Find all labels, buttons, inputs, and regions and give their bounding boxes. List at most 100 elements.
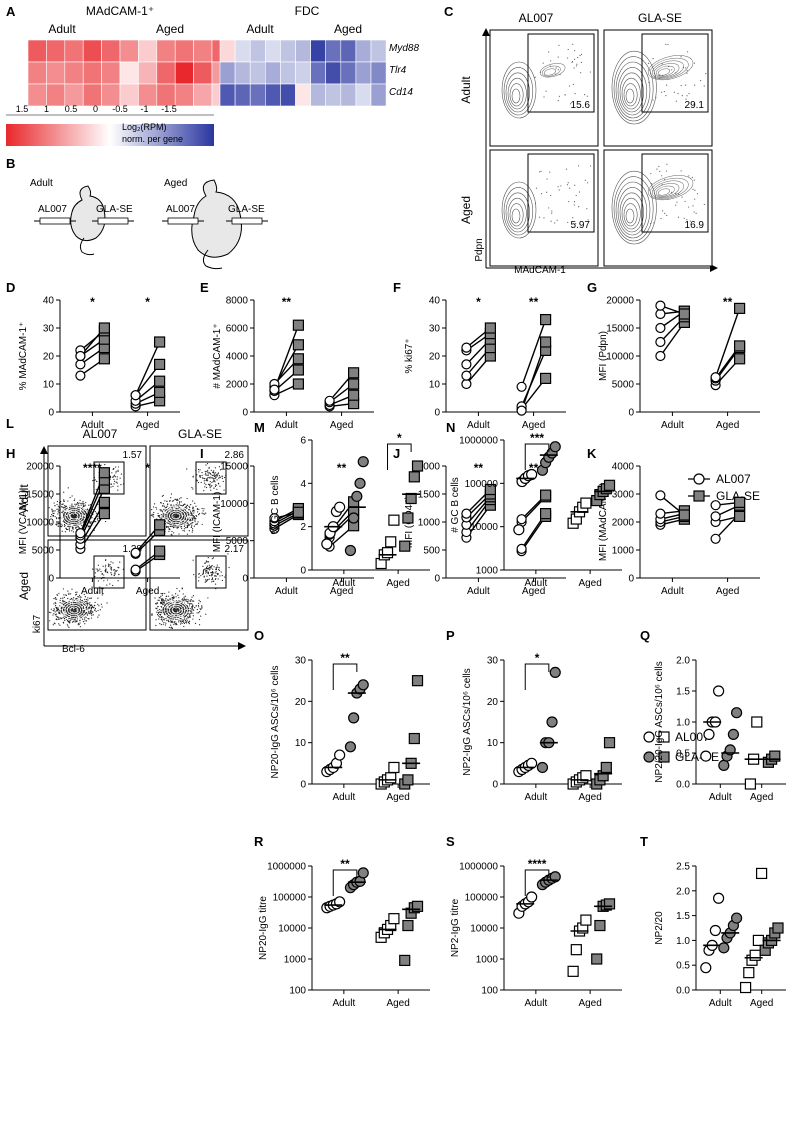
a-subgroup-adult-1: Adult [48,22,76,36]
c-dot [534,76,536,78]
l-dot [212,580,214,582]
l-dot [172,609,174,611]
panel-a: A MAdCAM-1⁺ FDC Adult Aged Adult Aged My… [6,4,419,146]
l-dot [157,514,159,517]
c-contour [657,68,671,76]
l-dot [56,518,58,520]
l-dot [180,620,182,622]
l-dot [198,599,200,601]
l-dot [162,505,164,507]
panel-label-g: G [587,280,597,295]
x-tick-label: Aged [386,792,409,803]
l-dot [74,609,76,611]
significance-bracket [524,443,550,470]
l-dot [167,595,170,597]
l-dot [205,479,207,482]
l-dot [89,504,92,506]
c-y-axis-label: Pdpn [474,238,485,261]
l-dot [55,613,57,615]
l-dot [210,572,212,574]
l-dot [170,607,172,610]
point-al007 [655,490,666,501]
l-dot [170,504,172,506]
panel-label-m: M [254,420,265,435]
l-dot [180,497,182,499]
l-dot [192,508,194,510]
c-contour [623,83,638,107]
l-dot [196,479,198,481]
l-dot [194,519,196,521]
l-contour [64,508,84,523]
x-tick-label: Adult [332,998,355,1009]
panel-b: B Adult Aged AL007 GLA-SE AL007 [6,156,268,270]
point-glase [98,496,111,508]
l-dot [166,500,168,503]
heatmap-cell [193,39,213,63]
l-dot [206,569,208,571]
l-dot [75,526,77,529]
c-gate [527,153,595,233]
c-dot [689,220,691,222]
l-contour [171,512,181,520]
c-dot [579,54,581,57]
l-dot [116,478,118,480]
l-dot [219,469,222,471]
c-dot [583,94,586,96]
l-dot [194,502,196,504]
c-dot [660,217,662,220]
heatmap-cell [370,61,387,85]
heatmap-cell [234,83,251,107]
c-dot [681,94,683,97]
l-dot [171,594,173,596]
l-dot [193,512,195,514]
l-dot [182,509,184,512]
c-dot [659,170,661,172]
c-dot [688,206,690,208]
c-dot [705,72,707,75]
l-dot [97,603,99,605]
l-dot [161,598,163,600]
l-dot [57,513,59,515]
l-dot [55,610,58,612]
l-dot [163,508,165,511]
l-dot [114,466,117,468]
c-contour [647,175,694,201]
l-dot [193,600,195,602]
panel-l-label: L [6,416,14,431]
l-dot [74,503,76,505]
l-dot [105,559,107,561]
l-dot [220,571,222,573]
y-tick-label: 10000 [278,924,306,935]
l-dot [188,505,190,507]
l-dot [198,618,201,621]
l-dot [76,591,78,593]
l-dot [156,613,159,616]
l-dot [112,476,114,478]
c-dot [574,93,576,95]
l-dot [216,473,218,476]
y-tick-label: 4000 [612,462,635,473]
l-dot [154,597,156,599]
x-tick-label: Adult [81,420,104,431]
l-dot [210,575,212,577]
heatmap-cell [193,83,213,107]
l-dot [194,607,196,609]
l-dot [218,567,220,569]
l-dot [178,533,180,535]
l-dot [192,615,194,617]
c-dot [661,91,663,93]
l-gate-value: 2.86 [225,450,245,461]
l-dot [189,506,191,509]
l-dot [104,464,106,466]
l-dot [163,619,165,621]
l-dot [71,607,74,609]
point-glase [292,353,304,365]
l-dot [66,603,68,606]
c-dot [571,60,574,63]
l-dot [168,513,170,515]
l-dot [192,515,194,517]
point-al007 [655,308,666,320]
point-al007 [269,384,280,395]
